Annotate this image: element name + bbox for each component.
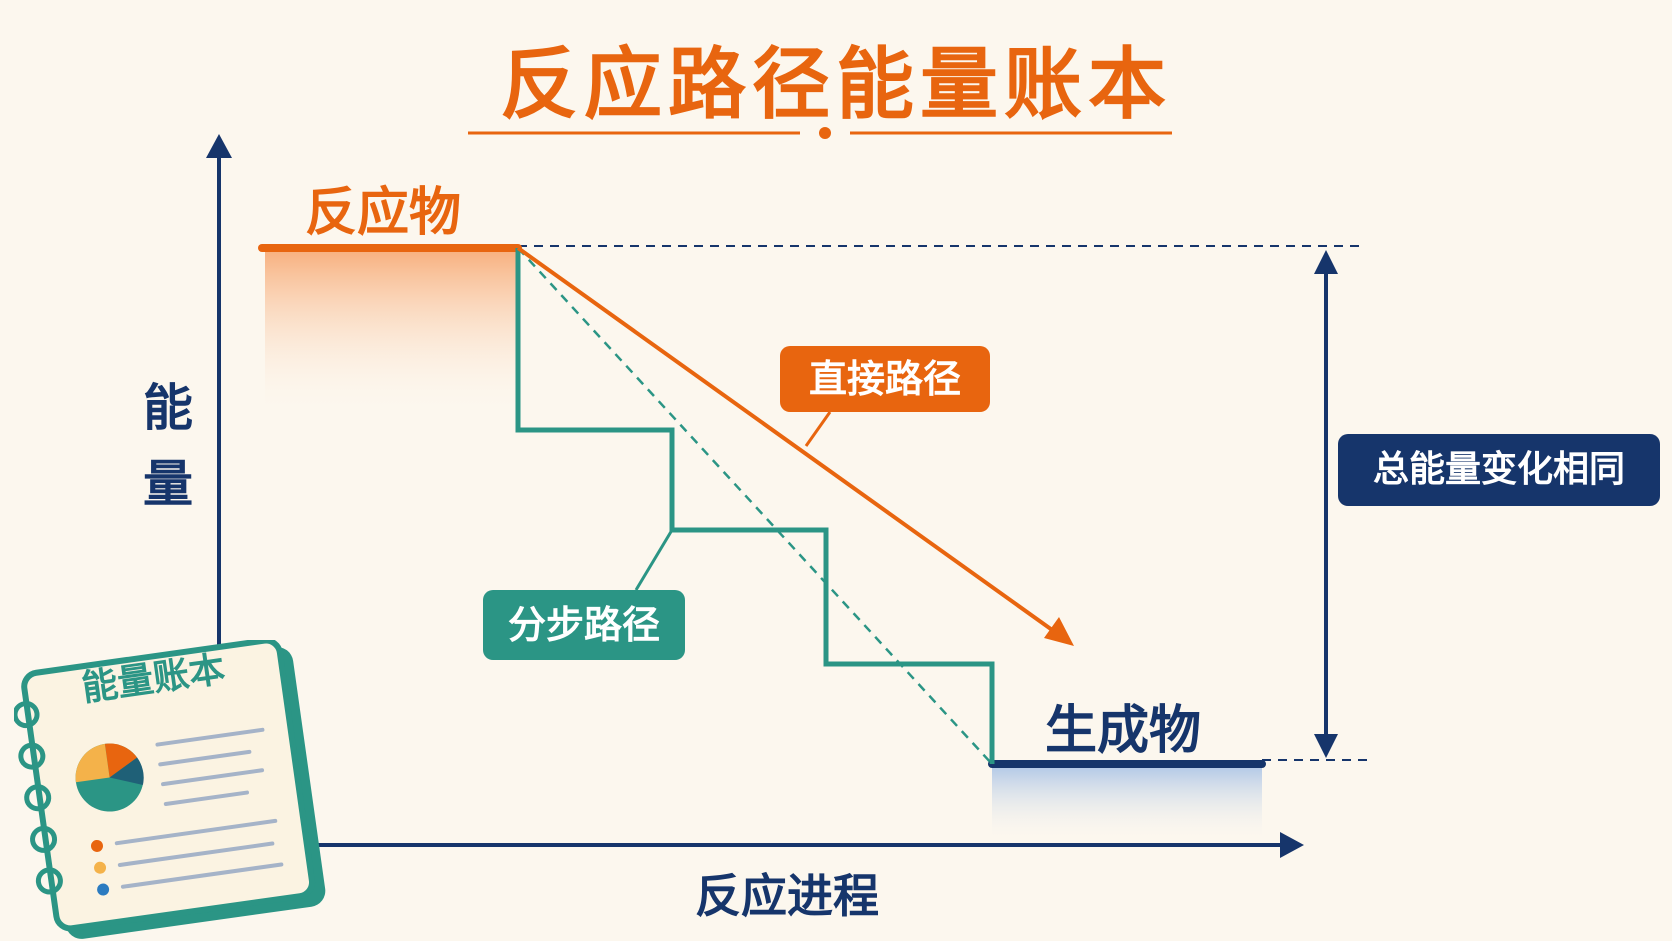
- x-axis-label: 反应进程: [695, 869, 879, 923]
- reactant-fill: [265, 250, 518, 415]
- y-axis: [206, 134, 232, 660]
- direct-tag-connector: [804, 411, 832, 447]
- direct-path: [516, 246, 1074, 646]
- page-title: 反应路径能量账本: [499, 40, 1172, 130]
- x-axis: [300, 832, 1304, 858]
- y-axis-label: 能量: [143, 379, 193, 513]
- direct-path-tag: 直接路径: [780, 346, 990, 412]
- product-label: 生成物: [1045, 701, 1202, 761]
- step-tag-connector: [634, 529, 674, 591]
- energy-ledger-notebook-icon: [14, 640, 326, 939]
- stepwise-path-tag: 分步路径: [483, 590, 685, 660]
- stepwise-average-dashed: [517, 247, 993, 765]
- product-fill: [992, 766, 1262, 838]
- total-change-arrow: [1314, 250, 1338, 758]
- pie-chart-icon: [75, 743, 144, 812]
- reactant-label: 反应物: [305, 183, 462, 243]
- stepwise-path: [515, 248, 995, 764]
- title-underline: [468, 127, 1172, 139]
- total-change-tag: 总能量变化相同: [1338, 434, 1660, 506]
